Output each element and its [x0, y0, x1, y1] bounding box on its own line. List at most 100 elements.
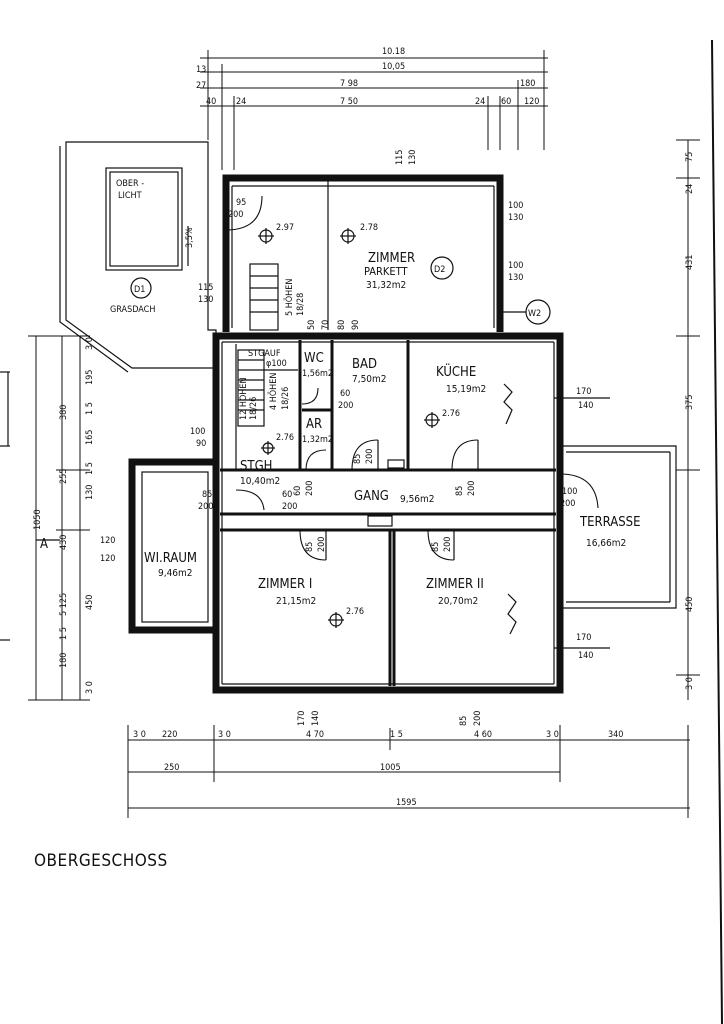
room-zimmer-parkett: 95 200 2.97 2.78 ZIMMER PARKETT 31,32m2 …	[222, 174, 551, 332]
dim-1050: 1050	[33, 509, 43, 530]
paper-edge	[711, 39, 723, 1024]
stairs-mid-label: 4 HÖHEN	[268, 373, 279, 410]
opening-100-stgh: 100	[190, 427, 205, 437]
stgh-area: 10,40m2	[240, 476, 280, 487]
opening-170-z1: 170	[297, 711, 307, 726]
zimmer1-area: 21,15m2	[276, 596, 316, 607]
opening-130-r1: 130	[508, 213, 523, 223]
dim-220: 220	[162, 730, 177, 740]
opening-95: 95	[236, 198, 246, 208]
dimension-chain-right: 75 24 431 375 450 3 0	[676, 139, 700, 700]
dim-15-b: 1 5	[85, 462, 95, 475]
dim-450-left: 450	[85, 595, 95, 610]
section-marker-label: A	[40, 537, 48, 552]
dim-470: 4 70	[306, 730, 324, 740]
dim-1018: 10.18	[382, 47, 405, 57]
grasdach-label: GRASDACH	[110, 305, 155, 315]
level-278-marker	[340, 228, 356, 244]
dim-380: 380	[59, 405, 69, 420]
room-wiraum: WI.RAUM 9,46m2	[128, 458, 220, 634]
zimmer-parkett-name2: PARKETT	[364, 265, 408, 278]
zimmer-parkett-name: ZIMMER	[368, 251, 415, 266]
dim-30-b3: 3 0	[546, 730, 559, 740]
section-marker-a: A	[36, 537, 60, 552]
opening-200-bad-door: 200	[365, 449, 375, 464]
stairs-upper-ratio: 18/28	[296, 293, 306, 316]
dim-1005-bottom: 1005	[380, 763, 401, 773]
opening-200: 200	[228, 210, 243, 220]
room-bad: BAD 7,50m2 80 90 60 200 85 200	[337, 320, 405, 471]
opening-85-z1: 85	[305, 542, 315, 552]
stgh-name: STGH	[240, 459, 272, 474]
opening-200-z1: 200	[317, 537, 327, 552]
zimmer1-name: ZIMMER I	[258, 577, 312, 592]
stgauf-label: STGAUF	[248, 349, 281, 359]
opening-200-kueche: 200	[467, 481, 477, 496]
dim-15-c: 1 5	[59, 627, 69, 640]
gang-name: GANG	[354, 489, 389, 504]
opening-140-z2: 200	[473, 711, 483, 726]
left-edge-fragment	[0, 371, 10, 641]
level-276-kueche-marker	[424, 412, 440, 428]
opening-85-kueche: 85	[455, 486, 465, 496]
dim-24b: 24	[475, 97, 485, 107]
opening-80: 80	[337, 320, 347, 330]
opening-130-r2: 130	[508, 273, 523, 283]
zimmer2-area: 20,70m2	[438, 596, 478, 607]
main-floor-walls	[212, 332, 564, 694]
opening-170-z2: 85	[459, 716, 469, 726]
zimmer-parkett-tag: D2	[434, 265, 445, 275]
dim-165: 165	[85, 430, 95, 445]
dim-180: 180	[520, 79, 535, 89]
level-276-zimmer1-marker	[328, 612, 344, 628]
dimension-chain-bottom: 3 0 220 3 0 4 70 1 5 4 60 3 0 340 250 10…	[127, 725, 690, 818]
dim-450-right: 450	[685, 597, 695, 612]
stairs-left-label: 12 HÖHEN	[238, 377, 249, 420]
dim-30-left-b: 3 0	[85, 681, 95, 694]
w2-tag: W2	[528, 309, 541, 319]
dim-60: 60	[501, 97, 511, 107]
dim-180-left: 180	[59, 653, 69, 668]
wiraum-area: 9,46m2	[158, 568, 193, 579]
dim-13: 13	[196, 65, 206, 75]
zimmer-parkett-area: 31,32m2	[366, 280, 406, 291]
dim-255: 255	[59, 469, 69, 484]
terrasse-name: TERRASSE	[579, 515, 641, 530]
level-276-stgh: 2.76	[276, 433, 294, 443]
dim-30-right: 3 0	[685, 677, 695, 690]
dim-75: 75	[685, 152, 695, 162]
opening-85-bad: 85	[353, 454, 363, 464]
opening-170-kueche: 170	[576, 387, 591, 397]
room-gang: GANG 9,56m2 85 200 60 200 100 200	[198, 473, 599, 527]
dim-15-a: 1 5	[85, 402, 95, 415]
room-terrasse: TERRASSE 16,66m2	[560, 445, 677, 609]
level-276-zimmer1: 2.76	[346, 607, 364, 617]
dim-250: 250	[164, 763, 179, 773]
opening-60-gang: 60	[282, 490, 292, 500]
opening-50: 50	[307, 320, 317, 330]
ar-name: AR	[306, 417, 322, 432]
opening-140-z1: 140	[311, 711, 321, 726]
opening-200-ar: 200	[305, 481, 315, 496]
opening-200-gang: 200	[198, 502, 213, 512]
opening-60-bad: 60	[340, 389, 350, 399]
room-zimmer-1: ZIMMER I 21,15m2 2.76 85 200 170 140	[258, 529, 364, 726]
room-zimmer-2: ZIMMER II 20,70m2 85 200 85 200 170 140	[426, 529, 610, 726]
room-stiegenhaus: STGAUF φ100 12 HÖHEN 18/26 4 HÖHEN 18/26…	[190, 349, 298, 511]
bad-name: BAD	[352, 357, 377, 372]
opening-100-terr: 100	[562, 487, 577, 497]
opening-85-gang: 85	[202, 490, 212, 500]
dim-130-left: 130	[85, 485, 95, 500]
terrasse-area: 16,66m2	[586, 538, 626, 549]
dim-120-a: 120	[100, 536, 115, 546]
dim-340: 340	[608, 730, 623, 740]
dim-30-b1: 3 0	[133, 730, 146, 740]
dim-115-top: 115	[395, 150, 405, 165]
opening-200-terr: 200	[560, 499, 575, 509]
dim-1005: 10,05	[382, 62, 405, 72]
wc-name: WC	[304, 351, 324, 366]
dim-430: 430	[59, 535, 69, 550]
dimension-chain-left: 3 0 195 1 5 165 1 5 130 430 450 1 5 180 …	[28, 335, 115, 701]
grasdach-tag: D1	[134, 285, 145, 295]
opening-200-z2: 200	[443, 537, 453, 552]
